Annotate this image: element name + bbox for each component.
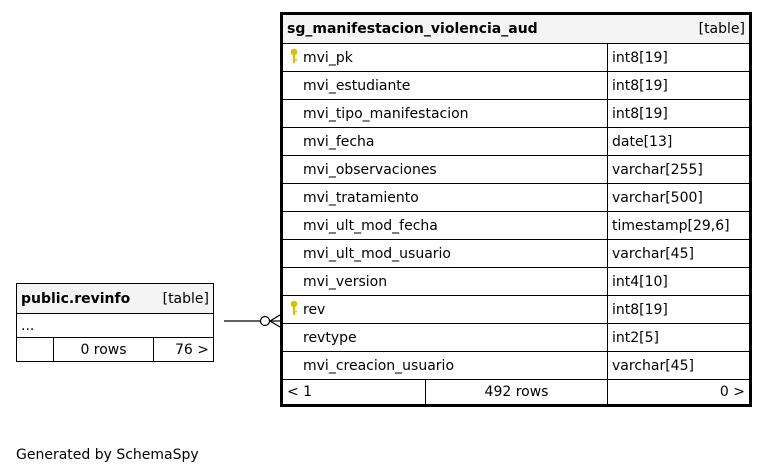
column-name-cell: mvi_fecha — [281, 127, 608, 156]
column-name-cell: mvi_version — [281, 267, 608, 296]
footer-row-count: 0 rows — [53, 337, 154, 362]
table-footer-row: 0 rows 76 > — [16, 337, 214, 362]
table-title: sg_manifestacion_violencia_aud — [287, 21, 538, 37]
column-name: mvi_creacion_usuario — [303, 357, 455, 374]
table-kind-label: [table] — [162, 290, 209, 307]
crowfoot-upper — [269, 314, 281, 322]
column-name: mvi_estudiante — [303, 77, 411, 94]
column-name: revtype — [303, 329, 357, 346]
column-name: mvi_ult_mod_usuario — [303, 245, 451, 262]
footer-right[interactable]: 76 > — [153, 337, 214, 362]
table-header[interactable]: sg_manifestacion_violencia_aud [table] — [281, 13, 751, 44]
column-name: mvi_fecha — [303, 133, 375, 150]
table-row: ... — [16, 313, 214, 338]
column-name: mvi_version — [303, 273, 388, 290]
column-name-cell: mvi_ult_mod_fecha — [281, 211, 608, 240]
column-name-cell: rev — [281, 295, 608, 324]
column-name: mvi_ult_mod_fecha — [303, 217, 438, 234]
table-sg-manifestacion-violencia-aud[interactable]: sg_manifestacion_violencia_aud [table] m… — [280, 12, 752, 407]
column-name-cell: mvi_observaciones — [281, 155, 608, 184]
column-name: rev — [303, 301, 326, 318]
table-row[interactable]: mvi_pk int8[19] — [281, 43, 751, 72]
column-name: mvi_tipo_manifestacion — [303, 105, 469, 122]
ellipsis-cell: ... — [16, 313, 214, 338]
table-header[interactable]: public.revinfo [table] — [16, 283, 214, 314]
generated-by-label: Generated by SchemaSpy — [16, 447, 199, 463]
table-public-revinfo[interactable]: public.revinfo [table] ... 0 rows 76 > — [16, 283, 214, 362]
footer-left[interactable] — [16, 337, 54, 362]
connector-optional-circle — [259, 315, 271, 327]
footer-row-count: 492 rows — [425, 379, 608, 406]
column-name-cell: mvi_tipo_manifestacion — [281, 99, 608, 128]
column-type: int2[5] — [607, 323, 751, 352]
footer-left[interactable]: < 1 — [281, 379, 426, 406]
column-name: mvi_pk — [303, 49, 353, 66]
column-name-cell: mvi_pk — [281, 43, 608, 72]
key-icon — [289, 300, 303, 320]
table-header-row: sg_manifestacion_violencia_aud [table] — [281, 13, 751, 44]
column-name: mvi_tratamiento — [303, 189, 419, 206]
column-type: int8[19] — [607, 71, 751, 100]
table-kind-label: [table] — [698, 21, 745, 37]
table-title: public.revinfo — [21, 290, 131, 307]
table-row[interactable]: mvi_version int4[10] — [281, 267, 751, 296]
table-header-row: public.revinfo [table] — [16, 283, 214, 314]
footer-right[interactable]: 0 > — [607, 379, 751, 406]
table-row[interactable]: revtype int2[5] — [281, 323, 751, 352]
column-name-cell: mvi_ult_mod_usuario — [281, 239, 608, 268]
column-type: int4[10] — [607, 267, 751, 296]
key-icon — [289, 48, 303, 68]
column-name: mvi_observaciones — [303, 161, 437, 178]
crowfoot-lower — [269, 320, 281, 328]
column-type: int8[19] — [607, 43, 751, 72]
column-name-cell: mvi_tratamiento — [281, 183, 608, 212]
